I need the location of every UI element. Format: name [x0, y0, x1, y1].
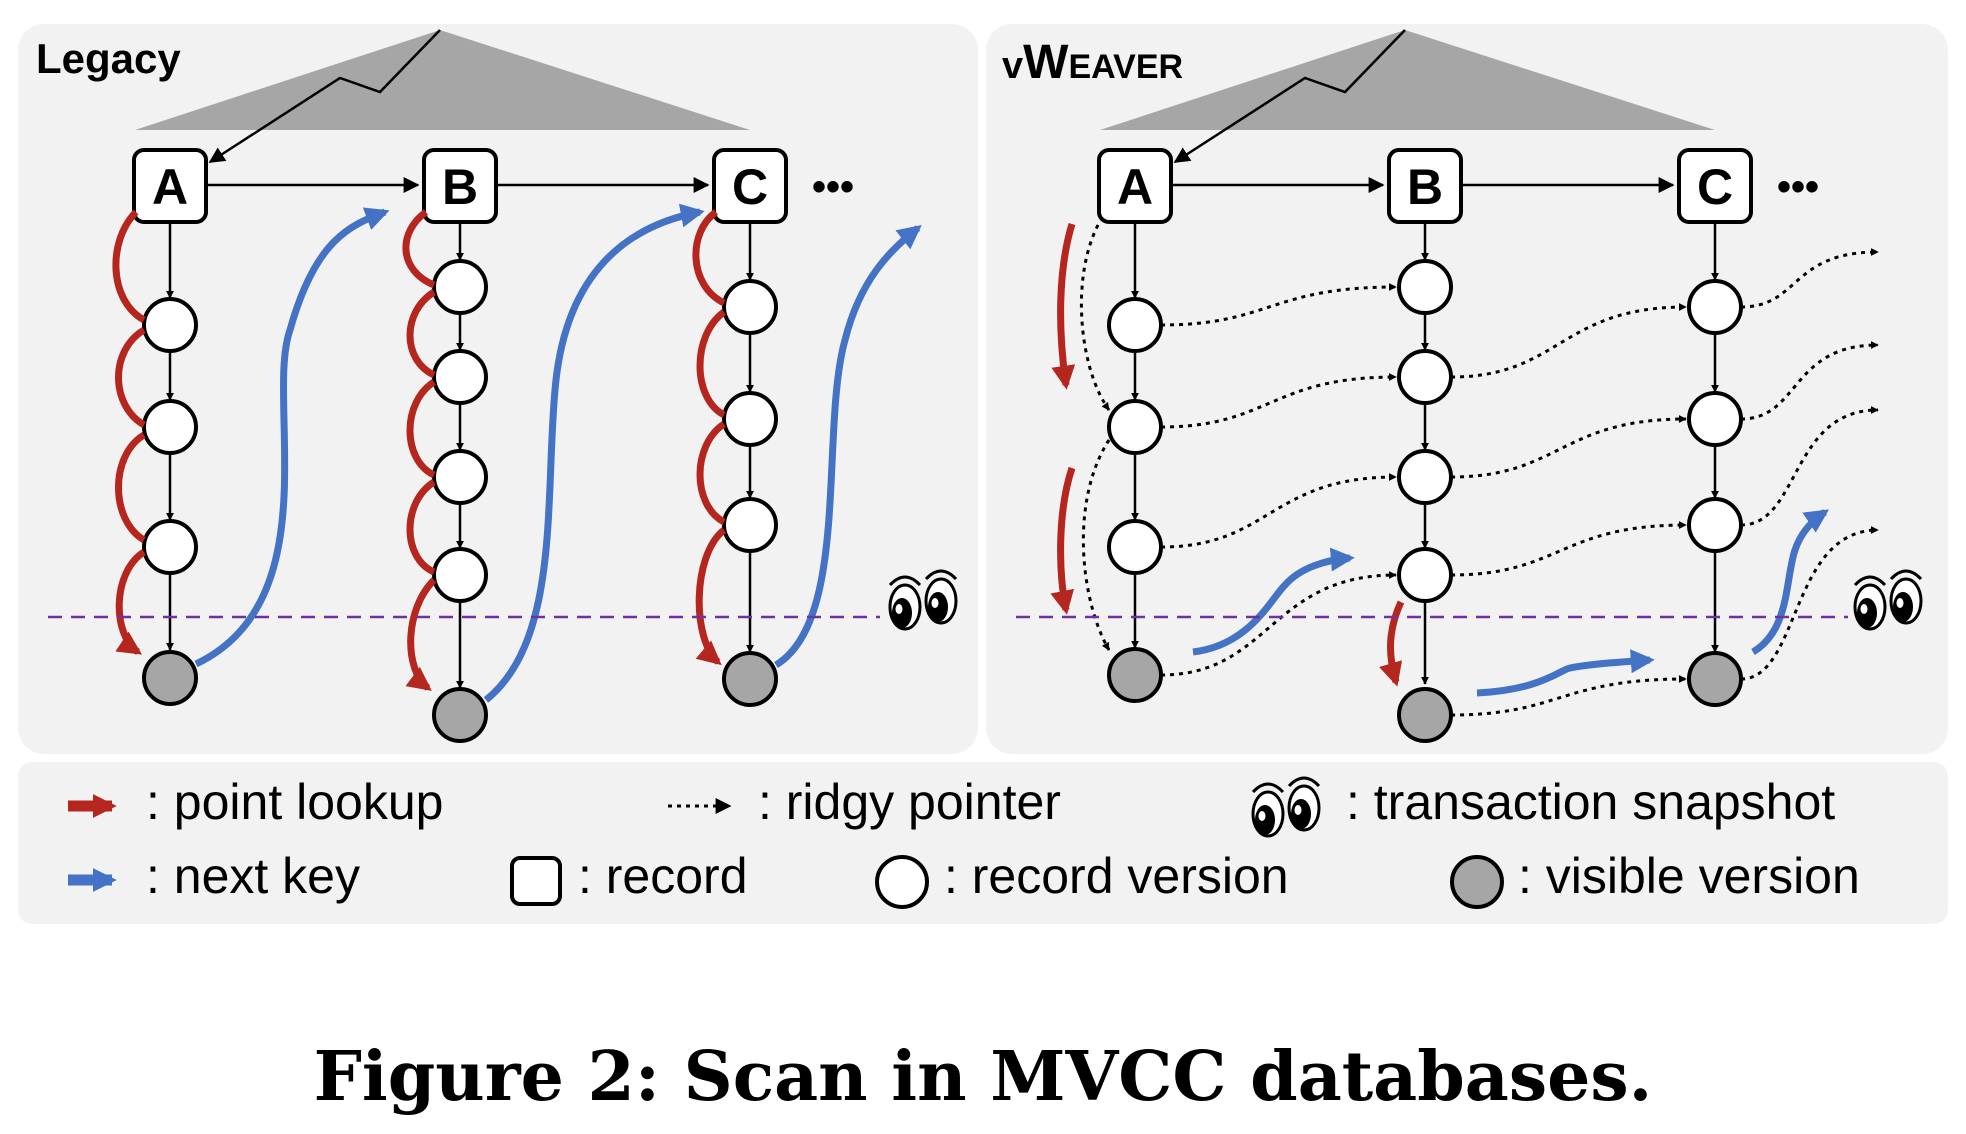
vweaver-panel: vWEAVER	[986, 24, 1948, 754]
version-chain-c	[722, 223, 778, 707]
record-a: A	[1097, 148, 1173, 224]
record-c: C	[712, 148, 788, 224]
record-version	[1107, 297, 1163, 353]
index-tree-triangle	[135, 30, 750, 130]
record-version	[1687, 391, 1743, 447]
record-version	[142, 519, 198, 575]
more-records-ellipsis: •••	[812, 165, 854, 209]
visible-version	[1397, 687, 1453, 743]
record-version	[1107, 399, 1163, 455]
point-lookup-arrows	[1050, 222, 1405, 687]
record-version	[142, 399, 198, 455]
point-lookup-arrows	[112, 209, 727, 691]
record-version	[722, 391, 778, 447]
point-lookup-legend-label: : point lookup	[146, 774, 443, 830]
record-version	[142, 297, 198, 353]
index-tree-triangle	[1100, 30, 1715, 130]
record-c: C	[1677, 148, 1753, 224]
legacy-panel: Legacy	[18, 24, 978, 754]
record-version-legend-icon	[875, 855, 929, 909]
more-records-ellipsis: •••	[1777, 165, 1819, 209]
record-legend-icon	[510, 856, 562, 906]
visible-version-legend-label: : visible version	[1518, 848, 1860, 904]
legend: : point lookup : ridgy pointer : transac…	[18, 762, 1948, 924]
record-b: B	[422, 148, 498, 224]
visible-version	[722, 651, 778, 707]
record-label: B	[1407, 159, 1443, 215]
record-version	[722, 279, 778, 335]
legacy-title: Legacy	[36, 35, 181, 82]
record-version	[1687, 279, 1743, 335]
record-b: B	[1387, 148, 1463, 224]
record-label: A	[152, 159, 188, 215]
record-version	[1397, 349, 1453, 405]
record-version	[1397, 547, 1453, 603]
version-chain-b	[432, 223, 488, 743]
version-nodes	[1107, 259, 1743, 743]
record-version	[432, 547, 488, 603]
ridgy-pointers	[1079, 224, 1879, 717]
ridgy-pointer-legend-label: : ridgy pointer	[758, 774, 1061, 830]
visible-version	[432, 687, 488, 743]
visible-version-legend-icon	[1450, 855, 1504, 909]
figure-caption: Figure 2: Scan in MVCC databases.	[314, 1037, 1653, 1117]
next-key-arrows	[194, 203, 922, 703]
visible-version	[142, 650, 198, 706]
record-version	[432, 349, 488, 405]
record-label: B	[442, 159, 478, 215]
record-a: A	[132, 148, 208, 224]
next-key-legend-label: : next key	[146, 848, 360, 904]
tree-to-record-pointer	[1173, 29, 1406, 164]
visible-version	[1107, 647, 1163, 703]
version-chain-a	[142, 223, 198, 706]
record-version	[432, 259, 488, 315]
vweaver-panel-background	[986, 24, 1948, 754]
record-version	[1397, 259, 1453, 315]
record-version	[432, 449, 488, 505]
record-version	[1107, 519, 1163, 575]
record-version-legend-label: : record version	[944, 848, 1289, 904]
record-legend-label: : record	[578, 848, 748, 904]
record-version	[1397, 449, 1453, 505]
next-key-arrows	[1192, 509, 1829, 697]
tree-to-record-pointer	[208, 29, 441, 164]
visible-version	[1687, 651, 1743, 707]
record-version	[1687, 497, 1743, 553]
vweaver-title: vWEAVER	[1002, 36, 1183, 89]
record-label: A	[1117, 159, 1153, 215]
transaction-snapshot-legend-label: : transaction snapshot	[1346, 774, 1835, 830]
record-version	[722, 497, 778, 553]
record-label: C	[1697, 159, 1733, 215]
record-label: C	[732, 159, 768, 215]
